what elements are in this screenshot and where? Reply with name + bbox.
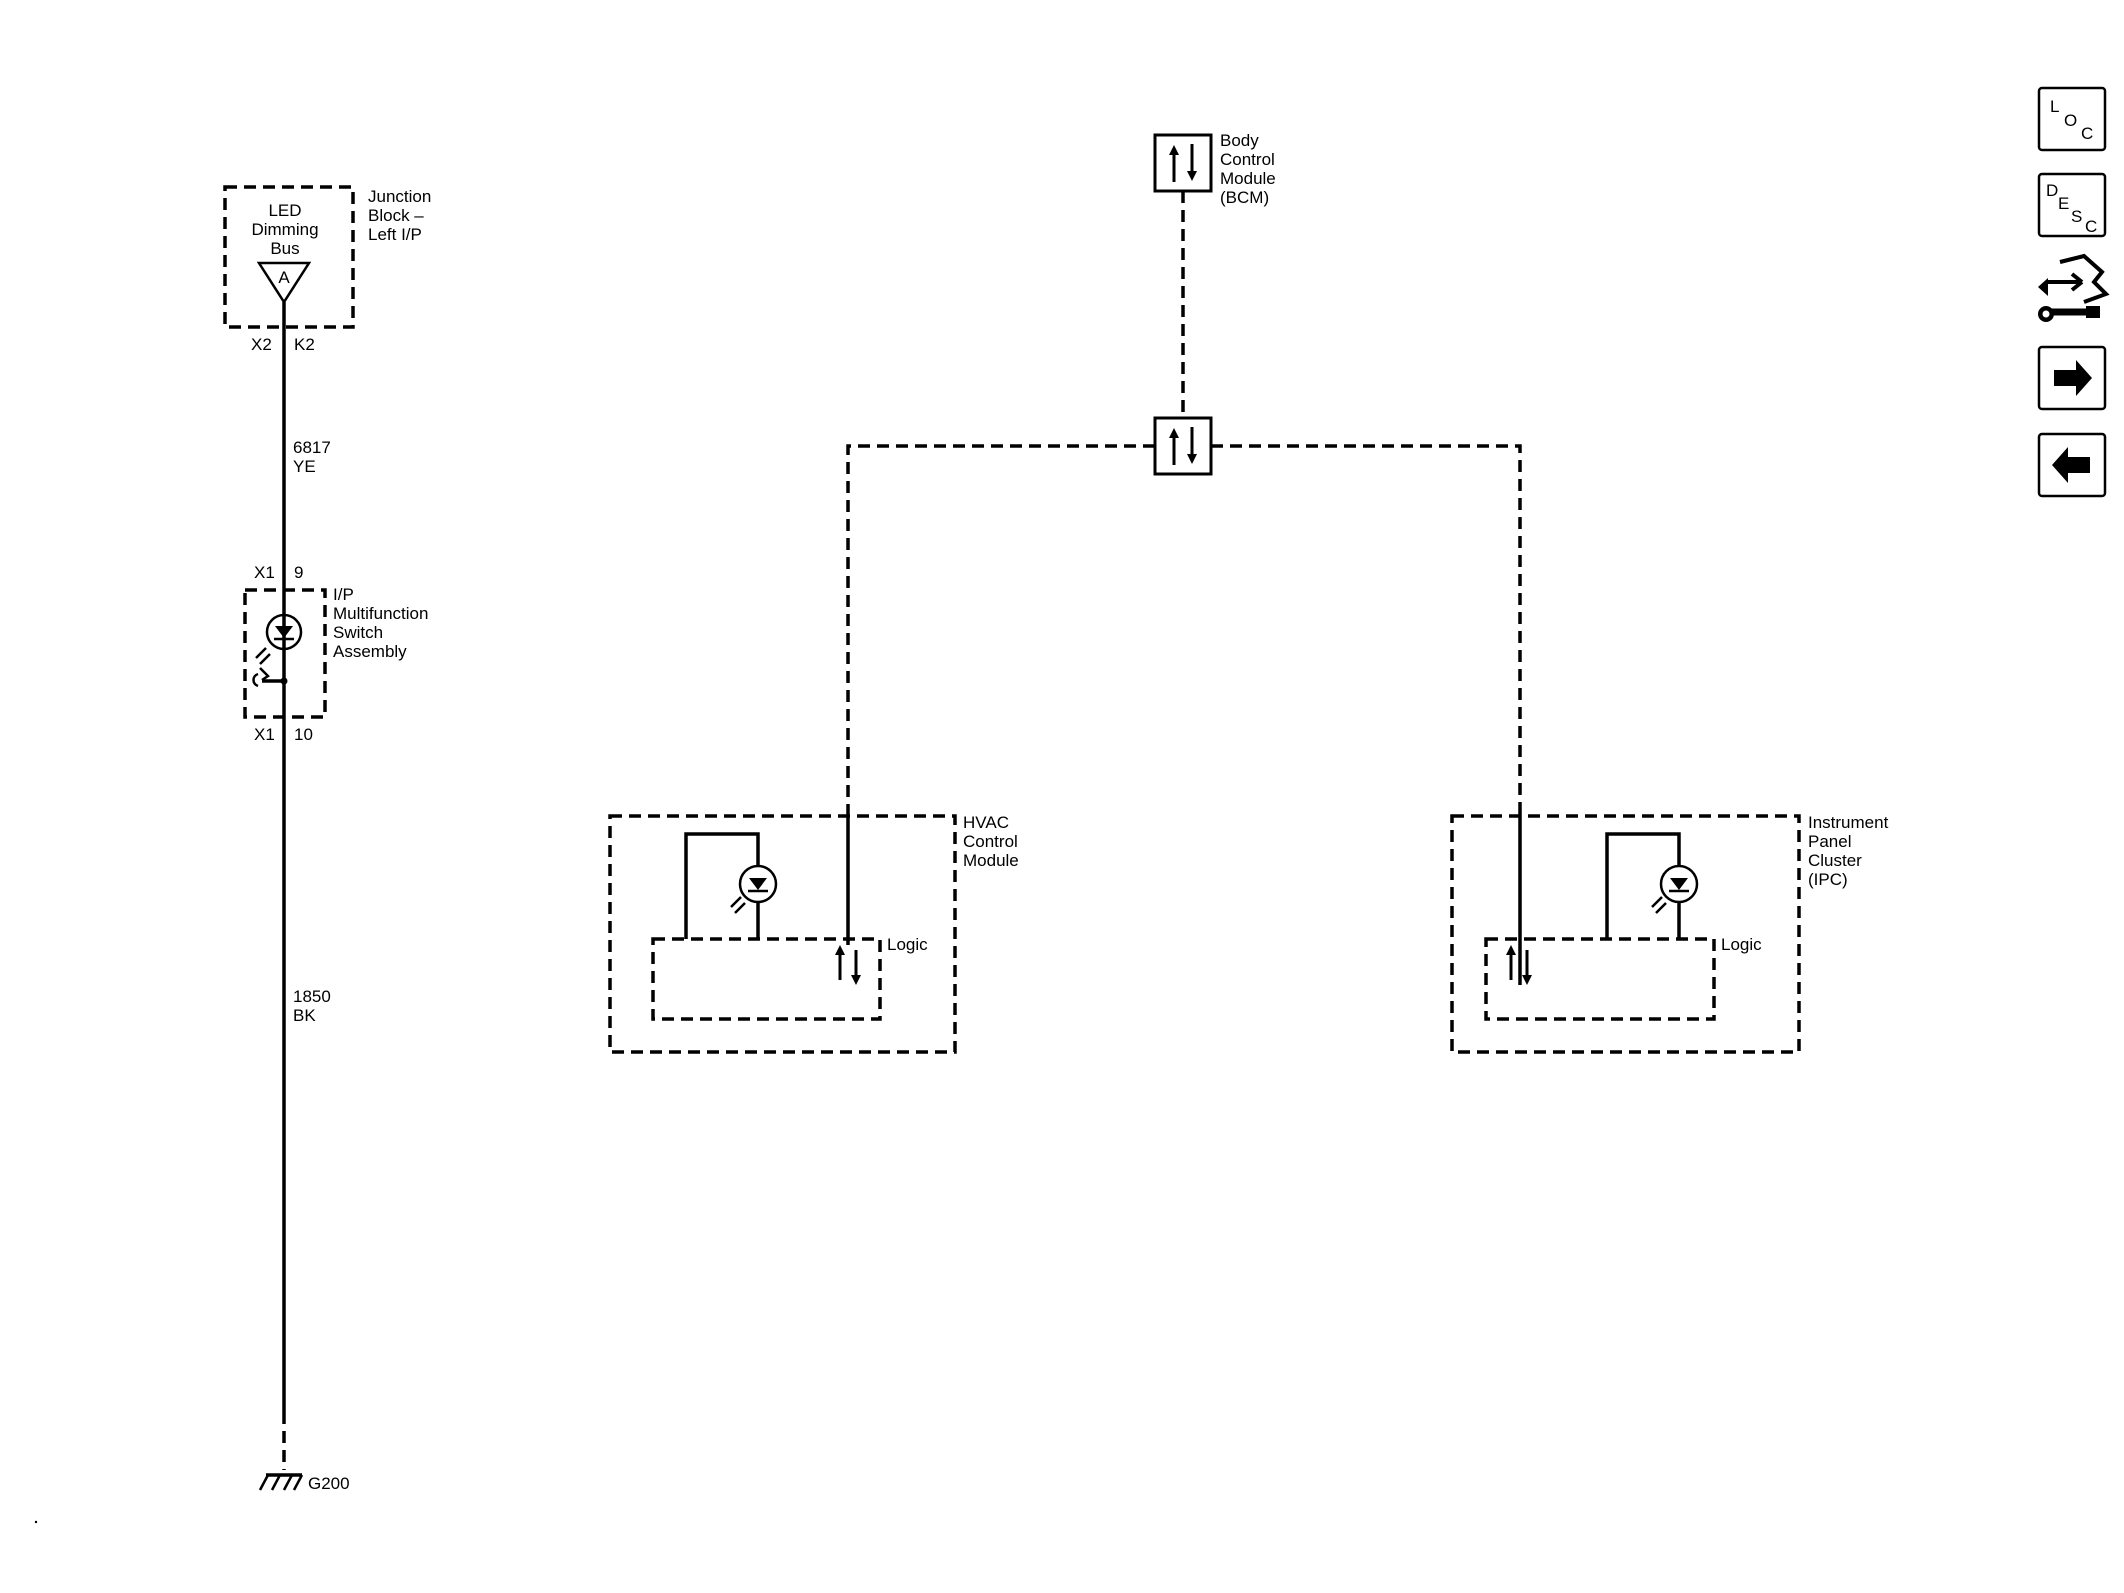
desc-letter-e: E [2058,194,2069,213]
switch-name-4: Assembly [333,642,407,661]
desc-letter-d: D [2046,181,2058,200]
junction-pin-label: K2 [294,335,315,354]
arrow-left-icon [2052,447,2090,483]
ground-label: G200 [308,1474,350,1493]
led-dimming-bus-label-3: Bus [270,239,299,258]
junction-block: LED Dimming Bus A Junction Block – Left … [223,185,431,354]
next-page-button[interactable] [2037,345,2107,411]
hvac-name-1: HVAC [963,813,1009,832]
hvac-name-2: Control [963,832,1018,851]
bcm-name-1: Body [1220,131,1259,150]
ipc-name-2: Panel [1808,832,1851,851]
wire-6817-color: YE [293,457,316,476]
body-control-module: Body Control Module (BCM) [1153,131,1276,207]
switch-name-3: Switch [333,623,383,642]
diagnostic-connector-wrench-icon [2059,253,2110,304]
loc-letter-o: O [2064,111,2077,130]
bcm-name-3: Module [1220,169,1276,188]
bcm-name-2: Control [1220,150,1275,169]
led-dimming-bus-label-1: LED [268,201,301,220]
multifunction-switch-assembly: X1 9 I/P Multifunction Switch Assembly X… [243,563,428,744]
hvac-name-3: Module [963,851,1019,870]
junction-connector-label: X2 [251,335,272,354]
junction-block-name-2: Block – [368,206,424,225]
light-emission-icon [255,647,271,665]
loc-letter-l: L [2050,97,2059,116]
switch-bottom-pin: 10 [294,725,313,744]
ground-icon [258,1474,304,1491]
arrow-right-icon [2054,360,2092,396]
wire-6817-circuit: 6817 [293,438,331,457]
hvac-logic-label: Logic [887,935,928,954]
ipc-name-4: (IPC) [1808,870,1848,889]
bus-terminal-triangle-icon [256,261,312,305]
junction-block-name-3: Left I/P [368,225,422,244]
dimmer-switch-icon [252,672,259,688]
hvac-control-module: HVAC Control Module Logic [608,810,1019,1054]
wire-1850-color: BK [293,1006,316,1025]
switch-bottom-connector: X1 [254,725,275,744]
wire-1850-circuit: 1850 [293,987,331,1006]
ground-g200: G200 [258,1473,350,1493]
serial-data-bcm-icon [1153,133,1213,193]
previous-page-button[interactable] [2037,432,2107,498]
serial-data-splice-icon [1153,416,1213,476]
desc-letter-s: S [2071,207,2082,226]
description-button[interactable]: D E S C [2037,172,2107,238]
ipc-logic-label: Logic [1721,935,1762,954]
junction-block-name-1: Junction [368,187,431,206]
schematic-diagnostic-button[interactable] [2038,253,2110,322]
serial-data-bus-left [846,444,1155,810]
switch-name-2: Multifunction [333,604,428,623]
serial-data-splice [1153,416,1213,476]
switch-name-1: I/P [333,585,354,604]
bcm-name-4: (BCM) [1220,188,1269,207]
serial-data-bus-right [1211,444,1522,810]
ipc-name-3: Cluster [1808,851,1862,870]
switch-top-pin: 9 [294,563,303,582]
bus-terminal-letter: A [278,268,290,287]
location-button[interactable]: L O C [2037,86,2107,152]
switch-top-connector: X1 [254,563,275,582]
loc-letter-c: C [2081,124,2093,143]
led-dimming-bus-label-2: Dimming [251,220,318,239]
ipc-name-1: Instrument [1808,813,1889,832]
desc-letter-c: C [2085,217,2097,236]
instrument-panel-cluster: Instrument Panel Cluster (IPC) Logic [1450,810,1889,1054]
